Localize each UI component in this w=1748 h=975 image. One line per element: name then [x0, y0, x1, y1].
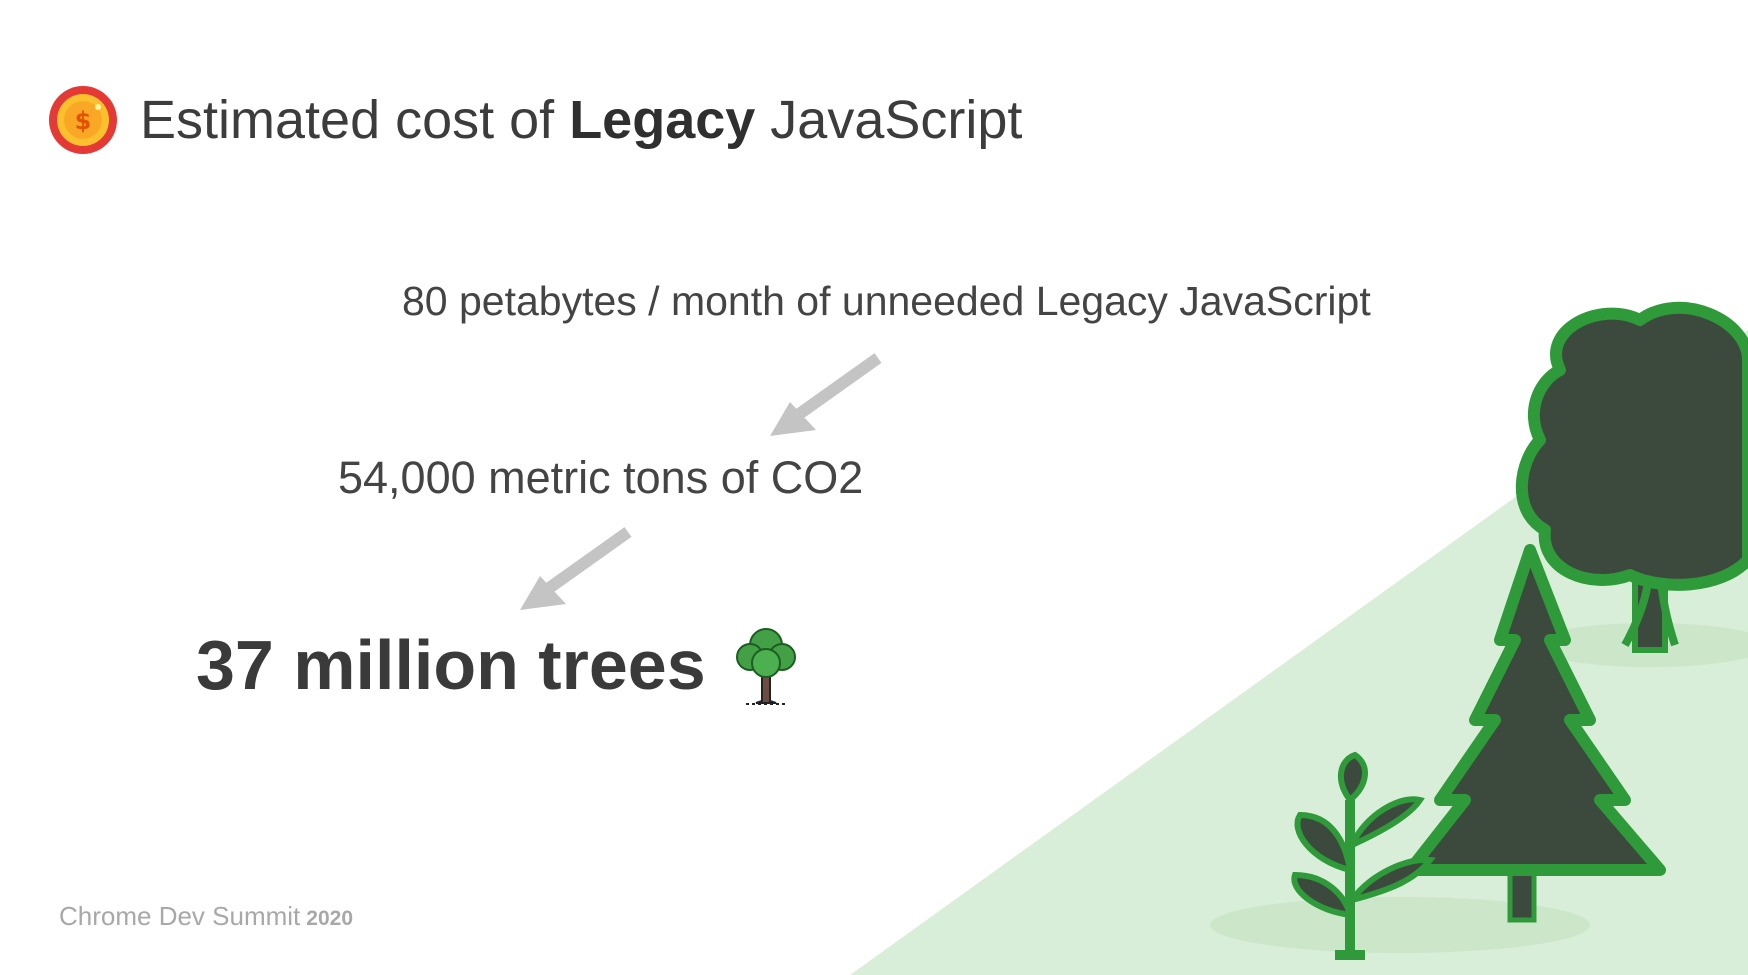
- footer-name: Chrome Dev Summit: [59, 901, 301, 931]
- trees-line: 37 million trees: [196, 625, 800, 705]
- title-suffix: JavaScript: [755, 90, 1023, 150]
- petabytes-line: 80 petabytes / month of unneeded Legacy …: [402, 278, 1371, 324]
- title-bold: Legacy: [569, 90, 756, 150]
- footer-year: 2020: [306, 907, 353, 930]
- trees-text: 37 million trees: [196, 626, 706, 704]
- down-left-arrow-icon: [520, 527, 632, 610]
- coin-icon: $: [49, 86, 117, 154]
- down-left-arrow-icon: [770, 353, 882, 436]
- page-title: Estimated cost of Legacy JavaScript: [140, 89, 1022, 151]
- svg-text:$: $: [75, 107, 92, 135]
- tree-emoji-icon: [735, 628, 796, 705]
- title-row: $ Estimated cost of Legacy JavaScript: [48, 84, 1022, 156]
- title-prefix: Estimated cost of: [140, 90, 570, 150]
- co2-line: 54,000 metric tons of CO2: [338, 452, 864, 503]
- sapling-icon: [1291, 751, 1436, 960]
- round-tree-icon: [1515, 301, 1748, 653]
- pine-tree-icon: [1404, 544, 1666, 923]
